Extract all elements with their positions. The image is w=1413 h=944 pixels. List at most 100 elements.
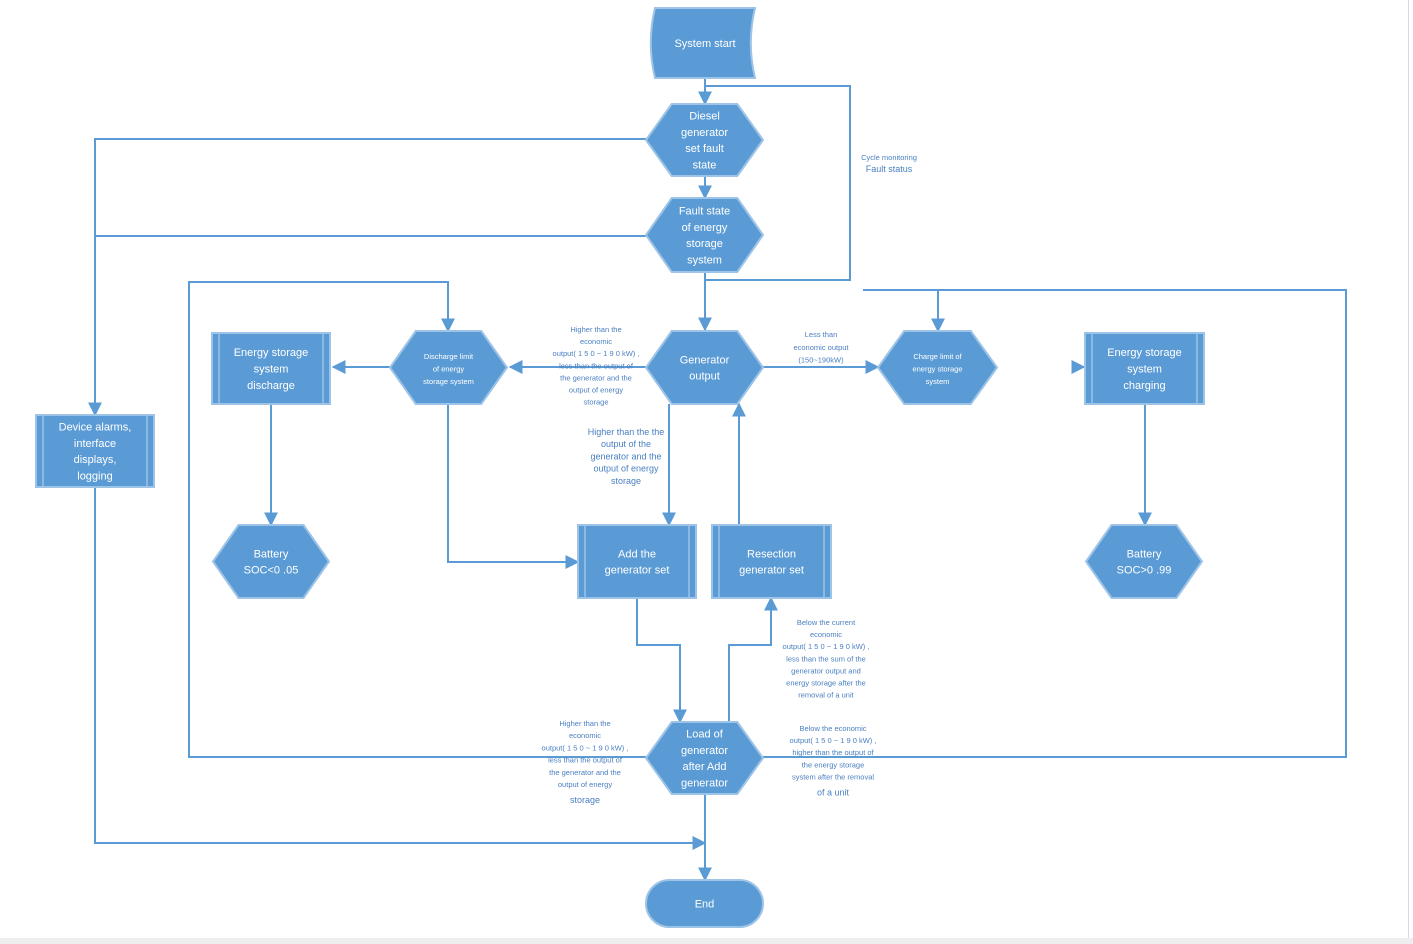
ess-fault-node: Fault state of energy storage system [644, 197, 765, 273]
ess-fault-label: Fault state of energy storage system [679, 206, 730, 267]
ess-charging-label-line: Energy storage [1107, 347, 1182, 359]
discharge-limit-label-line: of energy [433, 365, 465, 374]
edge-add-generator-to-load [636, 598, 687, 724]
add-generator-label-line: generator set [605, 565, 670, 577]
ess-charging-label: Energy storage system charging [1107, 347, 1182, 392]
ess-charging-node: Energy storage system charging [1084, 332, 1205, 405]
device-alarms-label-line: logging [77, 471, 112, 483]
below-current-economic-line: removal of a unit [798, 691, 854, 700]
ess-charging-shape [1084, 332, 1205, 405]
below-economic-bottom-line: Below the economic [799, 724, 866, 733]
ess-fault-label-line: system [687, 255, 722, 267]
diesel-fault-label-line: set fault [685, 143, 724, 155]
less-than-economic-line: (150~190kW) [798, 356, 844, 365]
higher-than-generator-ess-line: storage [611, 476, 641, 486]
end-label-line: End [695, 899, 715, 911]
battery-low-label-line: SOC<0 .05 [244, 565, 299, 577]
ess-charging-label-line: charging [1123, 380, 1165, 392]
load-after-add-label-line: Load of [686, 729, 724, 741]
resection-generator-label-line: generator set [739, 565, 804, 577]
device-alarms-label-line: displays, [74, 454, 117, 466]
higher-than-economic-left-line: output( 1 5 0 ~ 1 9 0 kW) , [553, 349, 640, 358]
ess-discharge-label-line: system [254, 364, 289, 376]
edge-alarms-to-end [94, 487, 707, 850]
add-generator-label-line: Add the [618, 548, 656, 560]
edge-discharge-limit-to-add-generator [447, 404, 580, 569]
ess-fault-label-line: Fault state [679, 206, 730, 218]
edge-load-to-resection [728, 596, 778, 722]
below-economic-bottom-line: higher than the output of [792, 748, 874, 757]
generator-output-label-line: output [689, 371, 720, 383]
battery-high-shape [1084, 524, 1204, 599]
diesel-fault-shape [644, 103, 765, 177]
cycle-monitoring-line: Cycle monitoring [861, 153, 917, 162]
system-start-shape [649, 7, 757, 79]
charge-limit-shape [876, 330, 999, 405]
below-current-economic-line: economic [810, 630, 842, 639]
charge-limit-label-line: Charge limit of [913, 352, 962, 361]
diesel-fault-label-line: Diesel [689, 111, 720, 123]
add-generator-node: Add the generator set [577, 524, 697, 599]
below-current-economic-note: Below the current economic output( 1 5 0 ~… [783, 618, 870, 700]
higher-than-economic-bottom-line: the generator and the [549, 768, 621, 777]
below-current-economic-line: Below the current [797, 618, 856, 627]
diesel-fault-label-line: generator [681, 127, 728, 139]
resection-generator-shape [711, 524, 832, 599]
generator-output-label-line: Generator [680, 355, 730, 367]
below-current-economic-line: output( 1 5 0 ~ 1 9 0 kW) , [783, 642, 870, 651]
load-after-add-label-line: after Add [682, 761, 726, 773]
below-economic-bottom-line: the energy storage [802, 760, 865, 769]
battery-high-label-line: SOC>0 .99 [1117, 565, 1172, 577]
higher-than-economic-bottom-line: output of energy [558, 780, 612, 789]
below-economic-bottom-line: system after the removal [792, 772, 874, 781]
ess-discharge-label-line: Energy storage [234, 347, 309, 359]
ess-discharge-shape [211, 332, 331, 405]
battery-low-shape [211, 524, 331, 599]
ess-fault-label-line: of energy [682, 222, 728, 234]
ess-fault-shape [644, 197, 765, 273]
discharge-limit-label-line: Discharge limit [424, 352, 474, 361]
load-after-add-label-line: generator [681, 745, 728, 757]
add-generator-shape [577, 524, 697, 599]
higher-than-economic-left-line: less than the output of [559, 361, 634, 370]
edge-load-right-loop-to-charge-limit [763, 289, 1347, 758]
end-node: End [645, 879, 764, 928]
edge-load-left-loop-to-discharge-limit [188, 281, 646, 758]
end-shape [645, 879, 764, 928]
ess-fault-label-line: storage [686, 238, 723, 250]
less-than-economic-line: economic output [793, 343, 849, 352]
load-after-add-shape [644, 721, 765, 795]
higher-than-economic-bottom-line: output( 1 5 0 ~ 1 9 0 kW) , [542, 743, 629, 752]
higher-than-economic-left-line: output of energy [569, 386, 623, 395]
battery-high-label-line: Battery [1127, 548, 1162, 560]
charge-limit-label-line: energy storage [912, 365, 962, 374]
below-current-economic-line: less than the sum of the [786, 654, 866, 663]
higher-than-economic-left-line: the generator and the [560, 373, 632, 382]
discharge-limit-shape [388, 330, 509, 405]
below-current-economic-line: energy storage after the [786, 679, 866, 688]
edge-cycle-monitoring-loop [705, 85, 851, 281]
device-alarms-label-line: interface [74, 438, 116, 450]
system-start-label: System start [674, 38, 735, 50]
ess-charging-label-line: system [1127, 364, 1162, 376]
end-label: End [695, 899, 715, 911]
higher-than-generator-ess-line: generator and the [590, 451, 661, 461]
